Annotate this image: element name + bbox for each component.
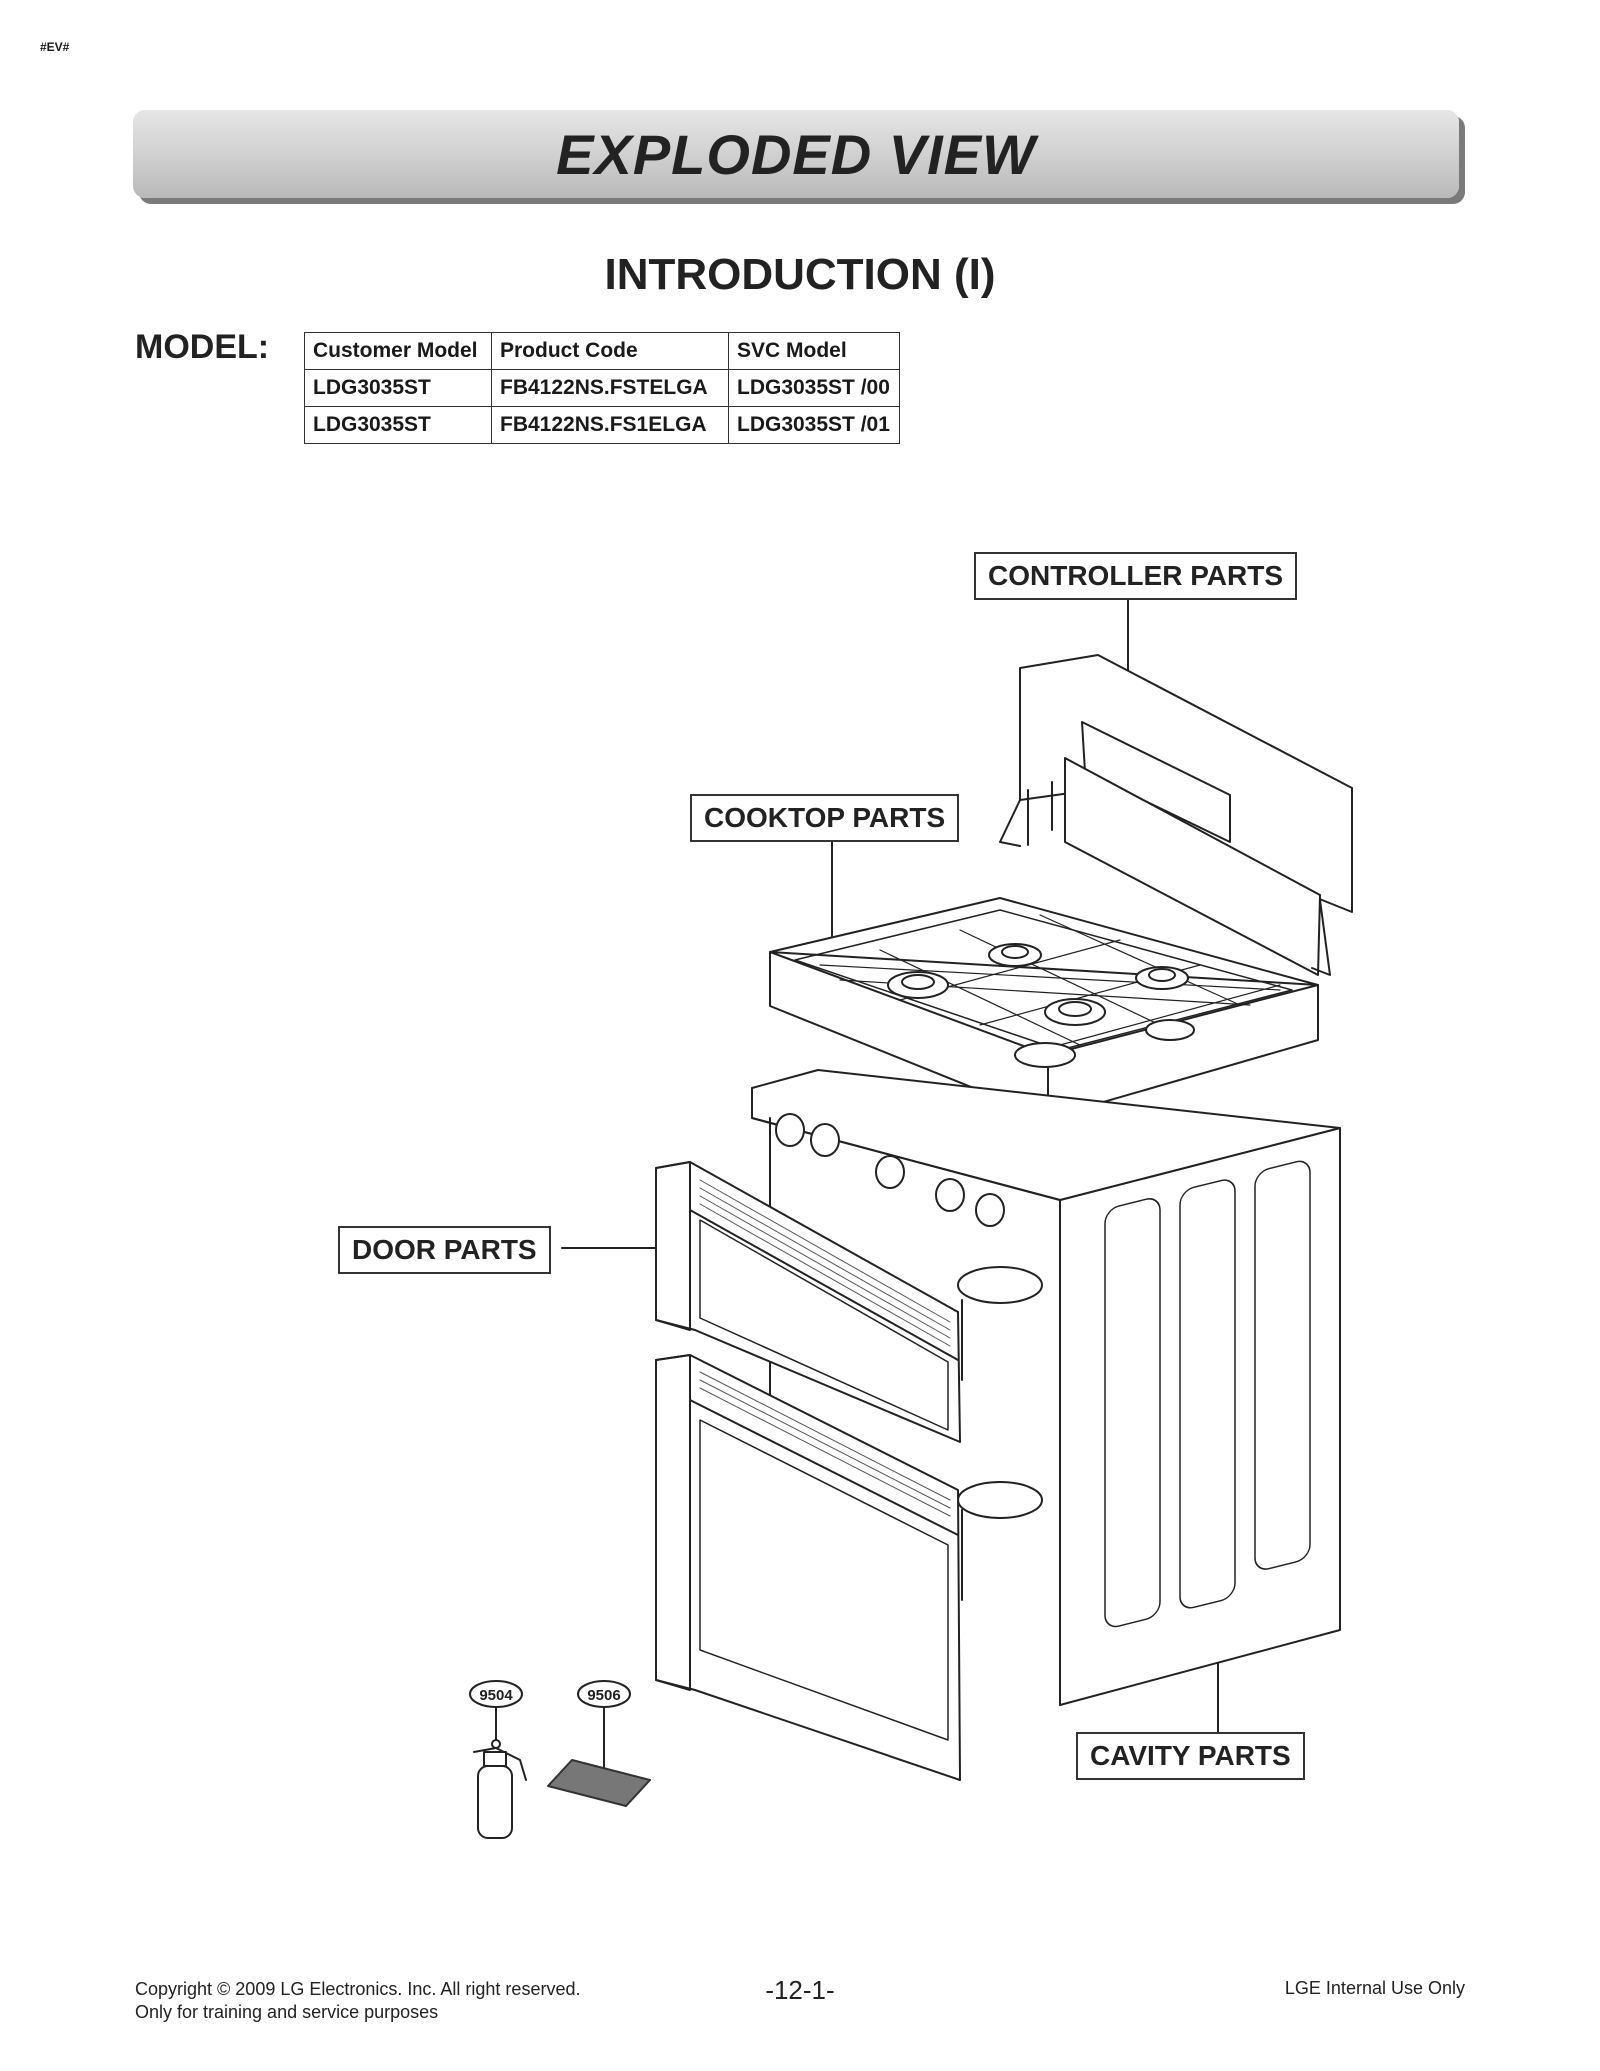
- cell-customer-model: LDG3035ST: [304, 406, 492, 444]
- cooktop: [769, 897, 1319, 1119]
- model-table: Customer Model Product Code SVC Model LD…: [304, 332, 900, 444]
- table-row: LDG3035ST FB4122NS.FS1ELGA LDG3035ST /01: [304, 406, 900, 444]
- part-number-9504: 9504: [479, 1687, 513, 1704]
- footer-copyright: Copyright © 2009 LG Electronics. Inc. Al…: [135, 1979, 581, 1999]
- section-banner: EXPLODED VIEW: [133, 110, 1459, 198]
- controller-backguard: [999, 654, 1353, 976]
- oven-cavity: [751, 1069, 1341, 1706]
- cell-svc-model: LDG3035ST /01: [728, 406, 900, 444]
- cell-customer-model: LDG3035ST: [304, 369, 492, 407]
- header-svc-model: SVC Model: [728, 332, 900, 370]
- page-subtitle: INTRODUCTION (I): [604, 250, 996, 299]
- cell-product-code: FB4122NS.FSTELGA: [491, 369, 729, 407]
- cell-svc-model: LDG3035ST /00: [728, 369, 900, 407]
- callout-controller-parts: CONTROLLER PARTS: [974, 552, 1298, 600]
- footer-left: Copyright © 2009 LG Electronics. Inc. Al…: [135, 1978, 580, 2024]
- callout-door-parts: DOOR PARTS: [338, 1226, 551, 1274]
- part-badge-9506: 9506: [577, 1680, 631, 1708]
- document-tag: #EV#: [40, 40, 70, 54]
- cell-product-code: FB4122NS.FS1ELGA: [491, 406, 729, 444]
- part-number-9506: 9506: [587, 1687, 620, 1704]
- page-number: -12-1-: [765, 1975, 835, 2005]
- callout-cooktop-parts: COOKTOP PARTS: [690, 794, 960, 842]
- footer-training-note: Only for training and service purposes: [135, 2002, 439, 2022]
- table-header-row: Customer Model Product Code SVC Model: [304, 332, 900, 370]
- model-label: MODEL:: [135, 328, 270, 366]
- footer-internal-note: LGE Internal Use Only: [1284, 1978, 1465, 1998]
- header-customer-model: Customer Model: [304, 332, 492, 370]
- cleaning-pad: [547, 1759, 651, 1807]
- lower-door: [655, 1354, 961, 1781]
- sprayer-bottle: [473, 1739, 527, 1839]
- upper-door: [655, 1161, 961, 1443]
- banner-title: EXPLODED VIEW: [556, 122, 1036, 186]
- header-product-code: Product Code: [491, 332, 729, 370]
- part-badge-9504: 9504: [469, 1680, 523, 1708]
- callout-cavity-parts: CAVITY PARTS: [1076, 1732, 1305, 1780]
- table-row: LDG3035ST FB4122NS.FSTELGA LDG3035ST /00: [304, 369, 900, 407]
